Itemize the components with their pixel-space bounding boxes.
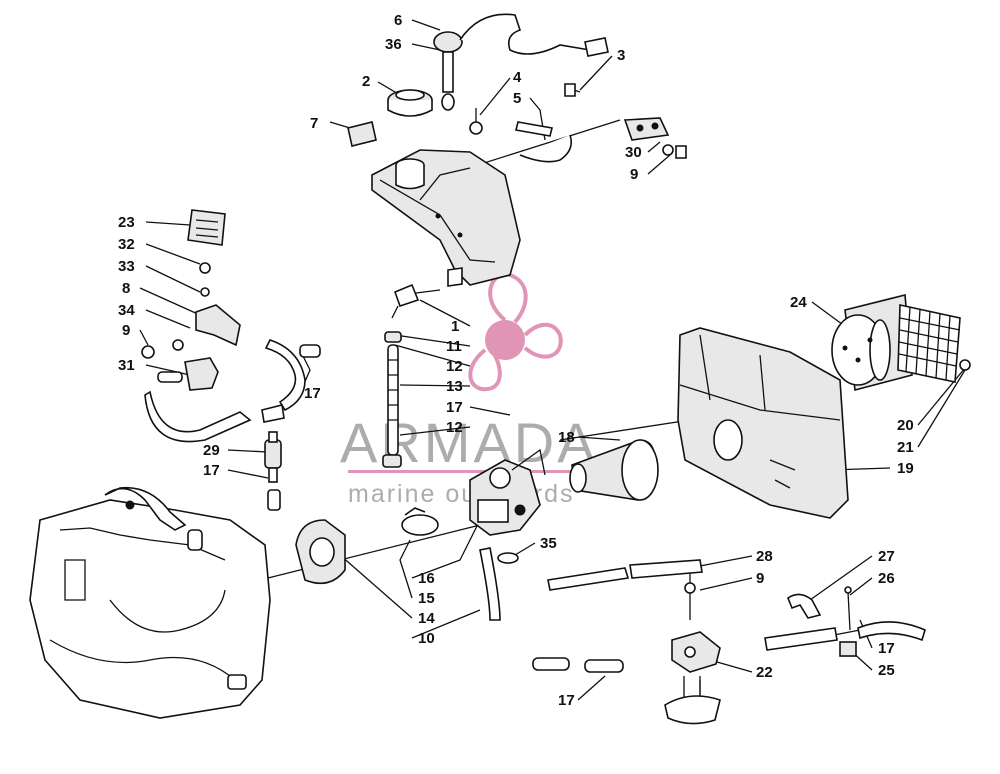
hose-17-right (764, 621, 926, 651)
air-silencer-19 (677, 327, 849, 519)
part-label: 8 (122, 280, 130, 297)
tee-fitting-26 (844, 586, 852, 631)
hose-clamp-12b (382, 454, 402, 468)
part-label: 28 (756, 548, 773, 565)
part-label: 24 (790, 294, 807, 311)
outlet-elbow (391, 283, 420, 319)
fuel-tank (371, 149, 521, 287)
drain-hose-10 (479, 547, 501, 621)
valve-25 (839, 641, 857, 657)
hose-17-bottom (532, 657, 624, 673)
decal-23 (187, 209, 226, 246)
part-label: 9 (756, 570, 764, 587)
fuel-line-13 (387, 344, 399, 456)
inline-filter-29 (261, 404, 285, 511)
hose-28 (547, 559, 703, 591)
watermark-subtitle: marine outboards (348, 480, 575, 508)
part-label: 33 (118, 258, 135, 275)
part-label: 20 (897, 417, 914, 434)
filler-neck (395, 158, 425, 190)
fuel-cap (387, 89, 433, 117)
part-label: 17 (203, 462, 220, 479)
clamp-15 (401, 507, 439, 536)
part-label: 6 (394, 12, 402, 29)
tank-bracket (564, 83, 687, 159)
part-label: 2 (362, 73, 370, 90)
fuel-pump-31 (141, 339, 219, 391)
part-label: 31 (118, 357, 135, 374)
intake-boot-18 (569, 439, 659, 501)
part-label: 34 (118, 302, 135, 319)
engine-block (29, 486, 271, 719)
part-label: 26 (878, 570, 895, 587)
hose-clamp-12a (384, 331, 402, 343)
part-label: 18 (558, 429, 575, 446)
part-label: 30 (625, 144, 642, 161)
vent-fitting (469, 108, 483, 135)
part-label: 17 (878, 640, 895, 657)
part-label: 32 (118, 236, 135, 253)
part-labels: 6 36 3 2 4 5 7 30 9 23 32 33 8 34 9 31 1… (118, 12, 914, 709)
part-label: 9 (630, 166, 638, 183)
part-label: 23 (118, 214, 135, 231)
part-label: 35 (540, 535, 557, 552)
hose-17-left (144, 339, 321, 443)
part-label: 3 (617, 47, 625, 64)
part-label: 22 (756, 664, 773, 681)
part-label: 17 (558, 692, 575, 709)
propeller-logo-icon (468, 272, 563, 392)
part-label: 27 (878, 548, 895, 565)
part-label: 9 (122, 322, 130, 339)
part-label: 16 (418, 570, 435, 587)
decal-7 (347, 121, 377, 147)
fuel-gauge-sender (433, 13, 609, 111)
carburetor (469, 448, 546, 536)
part-label: 13 (446, 378, 463, 395)
part-label: 25 (878, 662, 895, 679)
part-label: 17 (446, 399, 463, 416)
part-label: 11 (446, 338, 462, 355)
part-label: 12 (446, 358, 463, 375)
part-label: 10 (418, 630, 435, 647)
part-label: 5 (513, 90, 521, 107)
hose-clamp-27 (787, 593, 822, 619)
part-label: 21 (897, 439, 914, 456)
part-label: 36 (385, 36, 402, 53)
mesh-screen (897, 304, 971, 383)
air-screen-24 (831, 293, 913, 392)
part-label: 7 (310, 115, 318, 132)
fuel-pump-22 (664, 631, 721, 725)
part-label: 19 (897, 460, 914, 477)
part-label: 1 (451, 318, 459, 335)
part-label: 29 (203, 442, 220, 459)
bracket-8 (195, 262, 241, 347)
nut-9-bottom (684, 582, 696, 594)
part-label: 14 (418, 610, 435, 627)
part-label: 15 (418, 590, 435, 607)
part-label: 17 (304, 385, 321, 402)
clip-35 (497, 552, 519, 564)
vent-hose (515, 121, 573, 163)
part-label: 12 (446, 419, 463, 436)
intake-flange-14 (295, 519, 346, 585)
part-label: 4 (513, 69, 522, 86)
